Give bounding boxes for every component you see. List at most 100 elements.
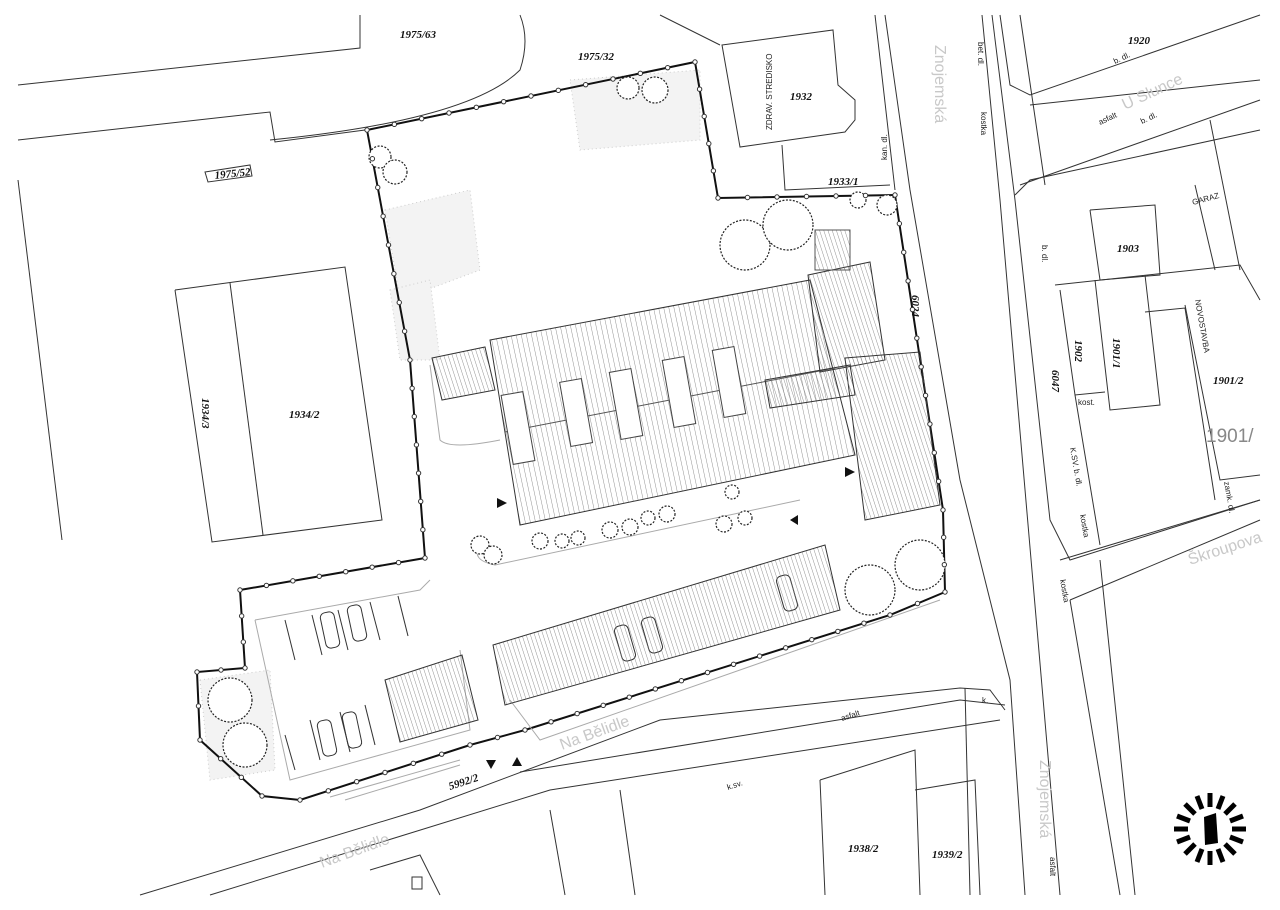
- entrance-arrows: [486, 467, 855, 769]
- boundary-survey-point: [195, 703, 202, 709]
- boundary-survey-point: [896, 220, 903, 227]
- boundary-survey-point: [500, 98, 507, 105]
- boundary-survey-point: [574, 710, 580, 717]
- boundary-survey-point: [467, 742, 473, 748]
- boundary-survey-point: [696, 86, 703, 92]
- parcel-label: 1939/2: [932, 849, 963, 861]
- boundary-survey-point: [730, 661, 737, 667]
- boundary-survey-point: [364, 127, 370, 133]
- street-label: Na Bělidle: [318, 831, 392, 872]
- surface-note: k.: [982, 696, 988, 705]
- parcel-lines: [17, 14, 1261, 896]
- boundary-survey-point: [418, 498, 424, 505]
- boundary-survey-point: [918, 364, 924, 370]
- boundary-survey-point: [833, 193, 839, 199]
- parcel-label-large: 1901/: [1206, 426, 1254, 447]
- boundary-survey-point: [582, 81, 589, 88]
- boundary-survey-point: [892, 192, 898, 198]
- parcel-label: 1920: [1128, 35, 1151, 47]
- boundary-survey-point: [783, 645, 789, 651]
- boundary-survey-point: [418, 115, 425, 122]
- parcel-label: 1901/1: [1110, 338, 1122, 369]
- building-label: ZDRAV. STREDISKO: [765, 54, 774, 130]
- boundary-survey-point: [369, 156, 376, 162]
- boundary-survey-point: [678, 678, 685, 684]
- boundary-survey-point: [909, 306, 916, 313]
- boundary-survey-point: [774, 194, 780, 200]
- garage-building-roof: [384, 654, 479, 743]
- boundary-survey-point: [446, 110, 452, 116]
- boundary-survey-point: [369, 564, 375, 570]
- boundary-survey-point: [240, 639, 247, 645]
- boundary-survey-point: [395, 559, 402, 566]
- boundary-survey-point: [914, 335, 920, 341]
- boundary-survey-point: [353, 778, 360, 785]
- parcel-label: 1933/1: [828, 176, 859, 188]
- boundary-survey-point: [692, 59, 698, 65]
- boundary-survey-point: [927, 421, 933, 427]
- boundary-survey-point: [473, 104, 480, 111]
- boundary-survey-point: [494, 734, 501, 741]
- surface-note: k.sv.: [726, 778, 744, 791]
- boundary-survey-point: [391, 121, 398, 128]
- boundary-survey-point: [887, 612, 893, 618]
- parcel-label: 1901/2: [1213, 375, 1244, 387]
- boundary-survey-point: [401, 328, 408, 334]
- boundary-survey-point: [862, 192, 869, 199]
- building-label: NOVOSTAVBA: [1193, 299, 1211, 354]
- boundary-survey-point: [380, 213, 386, 219]
- parcel-label: 1932: [790, 91, 813, 103]
- surface-note: kostka: [979, 112, 988, 136]
- boundary-survey-point: [316, 573, 322, 579]
- parcel-label: 1975/52: [214, 166, 252, 182]
- boundary-survey-point: [197, 737, 203, 743]
- parcel-label: 6047: [1049, 370, 1061, 393]
- boundary-survey-point: [391, 271, 397, 277]
- boundary-survey-point: [835, 628, 841, 635]
- boundary-survey-point: [610, 76, 616, 82]
- street-label: Na Bělidle: [558, 713, 632, 754]
- surface-note: b. dl.: [1139, 110, 1159, 125]
- boundary-survey-point: [194, 669, 200, 675]
- surface-note: K.SV. b. dl.: [1068, 447, 1084, 487]
- boundary-survey-point: [343, 569, 349, 575]
- parcel-label: 1902: [1072, 340, 1084, 363]
- boundary-survey-point: [940, 507, 946, 513]
- boundary-survey-point: [396, 299, 402, 306]
- architect-logo: [1174, 793, 1246, 865]
- boundary-survey-point: [914, 600, 921, 607]
- boundary-survey-point: [420, 527, 426, 533]
- boundary-survey-point: [931, 450, 937, 456]
- parcel-label: 1938/2: [848, 843, 879, 855]
- street-label: Škroupova: [1185, 527, 1264, 569]
- boundary-survey-point: [905, 278, 911, 284]
- boundary-survey-point: [409, 385, 415, 391]
- parcel-label: 1934/3: [199, 398, 211, 429]
- boundary-survey-point: [325, 788, 332, 794]
- boundary-survey-point: [704, 669, 711, 676]
- boundary-survey-point: [242, 665, 248, 671]
- boundary-survey-point: [809, 636, 815, 643]
- boundary-survey-point: [940, 534, 947, 541]
- boundary-survey-point: [548, 719, 554, 725]
- boundary-survey-point: [237, 587, 243, 593]
- boundary-survey-point: [710, 168, 717, 174]
- street-label: U Slunce: [1120, 71, 1186, 114]
- surface-note: zamk. dl.: [1222, 481, 1236, 514]
- boundary-survey-point: [413, 442, 420, 448]
- boundary-survey-point: [382, 769, 388, 776]
- boundary-survey-point: [238, 613, 245, 619]
- surface-note: asfalt: [1048, 857, 1057, 877]
- boundary-survey-point: [385, 242, 392, 248]
- parcel-label: 6024: [909, 295, 921, 318]
- boundary-survey-point: [259, 793, 265, 799]
- parcel-label: 1934/2: [289, 409, 320, 421]
- boundary-survey-point: [411, 413, 417, 420]
- boundary-survey-point: [415, 470, 422, 476]
- boundary-survey-point: [652, 686, 659, 692]
- boundary-survey-point: [522, 727, 528, 733]
- east-wing-roof: [844, 351, 941, 521]
- street-label: Znojemská: [931, 45, 948, 123]
- boundary-survey-point: [756, 653, 763, 659]
- boundary-survey-point: [217, 755, 224, 762]
